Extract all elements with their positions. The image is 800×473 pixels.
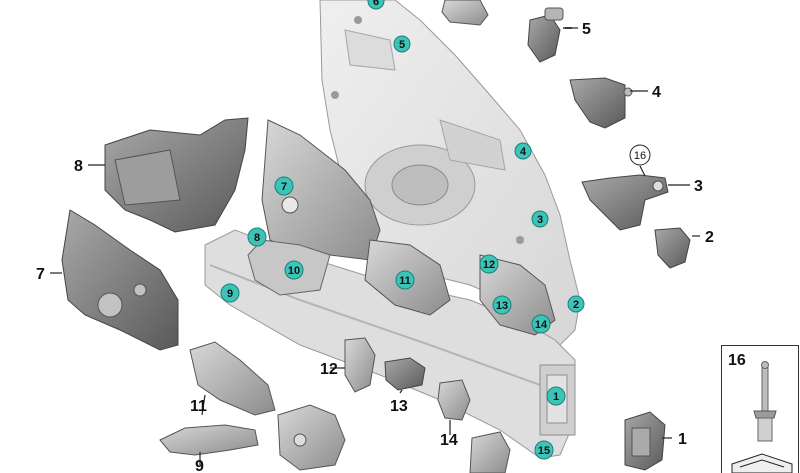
part-bottom-center-bracket (469, 431, 511, 473)
callout-16-text: 16 (634, 150, 646, 162)
callout-13-text: 13 (496, 300, 508, 312)
callout-11: 11 (395, 270, 415, 290)
callout-1: 1 (546, 386, 566, 406)
callout-12: 12 (479, 254, 499, 274)
callout-1-text: 1 (553, 391, 559, 403)
callout-8-text: 8 (254, 232, 260, 244)
callout-3-text: 3 (537, 214, 543, 226)
rivet-icon (731, 361, 793, 473)
callout-10-text: 10 (288, 265, 300, 277)
callout-13: 13 (492, 295, 512, 315)
label-12: 12 (320, 361, 338, 378)
part-14-plate (437, 379, 471, 421)
part-1-box (624, 411, 666, 471)
label-2: 2 (705, 229, 714, 246)
callout-4: 4 (514, 142, 532, 160)
callout-14: 14 (531, 314, 551, 334)
part-11-lower-bracket (189, 341, 276, 416)
callout-7: 7 (274, 176, 294, 196)
part-5-clip (527, 7, 572, 63)
label-9: 9 (195, 458, 204, 473)
label-13: 13 (390, 398, 408, 415)
callout-12-text: 12 (483, 259, 495, 271)
callout-16: 16 (629, 144, 651, 166)
callout-markers: 6 5 4 3 12 13 2 14 7 8 10 11 9 1 15 16 (220, 0, 651, 460)
part-number-labels: 1 2 3 4 5 7 8 9 11 12 13 14 (36, 21, 714, 473)
label-7: 7 (36, 266, 45, 283)
callout-5: 5 (393, 35, 411, 53)
callout-6: 6 (367, 0, 385, 10)
callout-5-text: 5 (399, 39, 405, 51)
callout-2-text: 2 (573, 299, 579, 311)
callout-2: 2 (567, 295, 585, 313)
callout-9-text: 9 (227, 288, 233, 300)
label-8: 8 (74, 158, 83, 175)
part-9-lower-strip (159, 424, 259, 456)
callout-15-text: 15 (538, 445, 550, 457)
callout-3: 3 (531, 210, 549, 228)
callout-14-text: 14 (535, 319, 548, 331)
label-3: 3 (694, 178, 703, 195)
leader-lines (50, 27, 700, 465)
part-12-small-bracket (344, 337, 376, 393)
part-6-bracket (441, 0, 489, 26)
callout-8: 8 (247, 227, 267, 247)
part-2-bracket (654, 227, 691, 269)
callout-7-text: 7 (281, 181, 287, 193)
part-3-bracket (581, 174, 669, 231)
callout-4-text: 4 (520, 146, 527, 158)
label-11: 11 (190, 398, 207, 415)
callout-9: 9 (220, 283, 240, 303)
callout-6-text: 6 (373, 0, 379, 8)
label-1: 1 (678, 431, 687, 448)
part-bottom-bracket (277, 404, 346, 471)
part-4-cover (569, 77, 633, 129)
hardware-inset-panel: 16 (721, 345, 799, 473)
part-13-block (384, 357, 426, 391)
part-7-panel (61, 209, 179, 351)
hardware-part-number: 16 (728, 352, 746, 369)
callout-15: 15 (534, 440, 554, 460)
label-4: 4 (652, 84, 661, 101)
callout-11-text: 11 (399, 275, 411, 287)
wheel-housing-frame (319, 0, 581, 351)
part-8-plate (104, 117, 249, 233)
label-14: 14 (440, 432, 458, 449)
label-5: 5 (582, 21, 591, 38)
callout-10: 10 (284, 260, 304, 280)
